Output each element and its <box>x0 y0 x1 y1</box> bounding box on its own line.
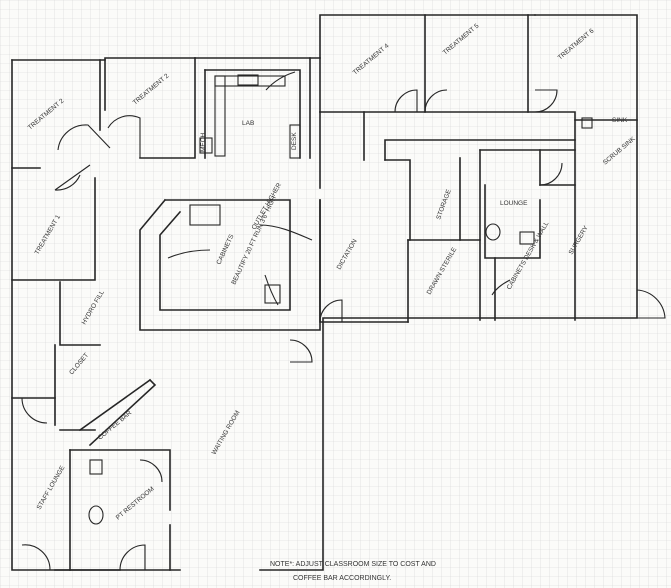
copier-box <box>189 204 221 226</box>
desk-annotation: DESK <box>291 132 298 150</box>
room-label-lounge: LOUNGE <box>500 200 528 207</box>
leader-lines <box>167 71 511 306</box>
fixtures <box>88 117 593 525</box>
interior-walls <box>11 14 638 571</box>
note-line-2: COFFEE BAR ACCORDINGLY. <box>293 575 391 582</box>
sink-annotation: SINK <box>612 117 628 124</box>
door-swings <box>21 89 666 571</box>
floor-box <box>264 284 281 304</box>
note-line-1: NOTE*: ADJUST CLASSROOM SIZE TO COST AND <box>270 561 436 568</box>
lab-counters <box>199 74 301 159</box>
room-label-lab: LAB <box>242 120 254 127</box>
mech-annotation: MECH <box>200 133 207 152</box>
plan-note: NOTE*: ADJUST CLASSROOM SIZE TO COST AND… <box>270 561 436 582</box>
